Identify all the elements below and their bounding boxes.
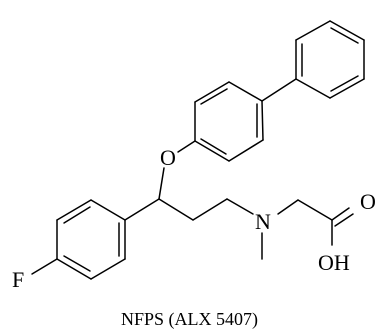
benzylic-bond [124, 198, 160, 221]
carboxylic-acid-group [297, 199, 354, 246]
carbon-fluorine-bond [31, 258, 58, 275]
aryl-ether-bond [177, 140, 196, 153]
n-methylene-bond [277, 199, 299, 215]
propyl-chain [158, 198, 254, 221]
hydroxyl-label: OH [318, 250, 350, 275]
fluorine-label: F [12, 267, 24, 292]
nitrogen-label: N [255, 209, 271, 234]
compound-caption: NFPS (ALX 5407) [120, 309, 258, 329]
phenylene-ring [194, 81, 264, 162]
carbonyl-oxygen-label: O [360, 189, 376, 214]
biaryl-bond [261, 78, 297, 102]
ether-stereo-bond [158, 167, 165, 200]
ether-oxygen-label: O [160, 145, 176, 170]
phenyl-ring-terminal [295, 20, 365, 99]
fluorophenyl-ring [56, 199, 126, 280]
